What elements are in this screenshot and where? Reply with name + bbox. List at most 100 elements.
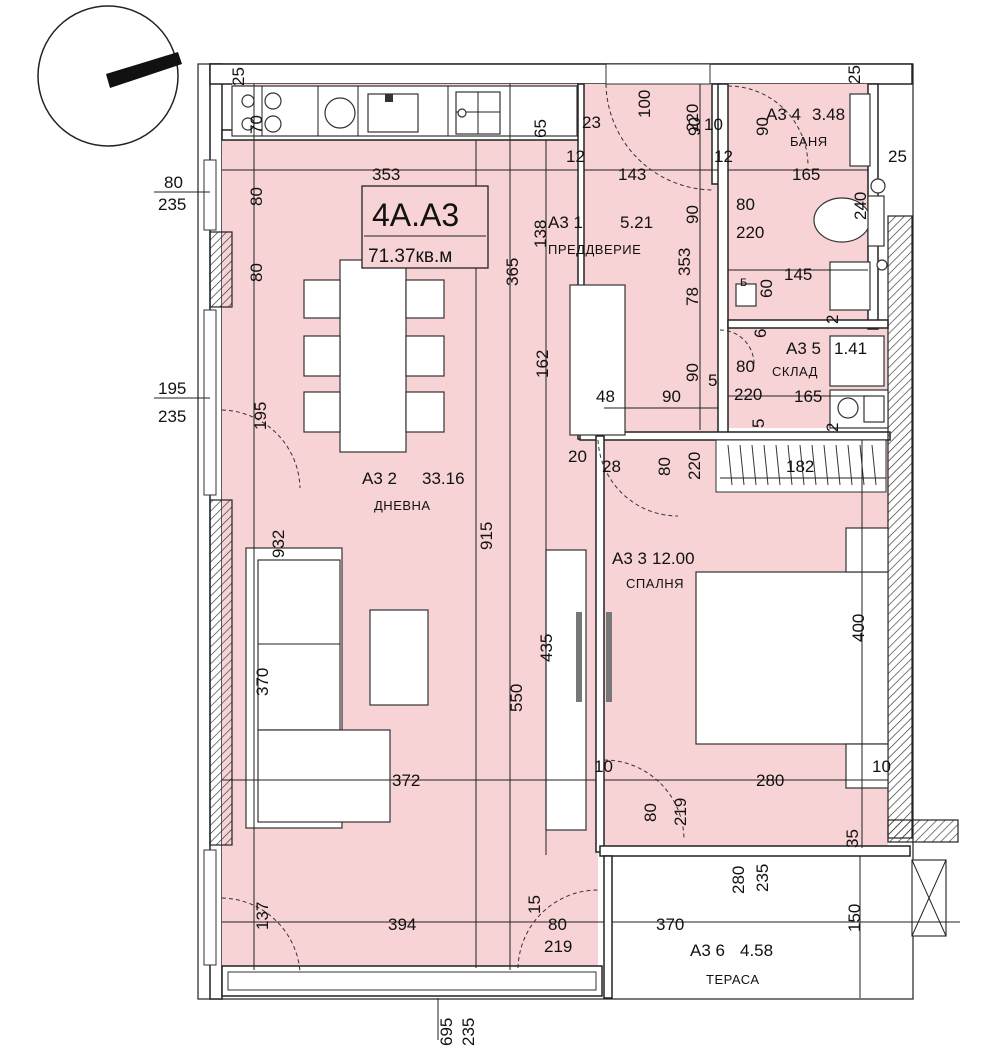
svg-text:915: 915 [477, 522, 496, 550]
svg-text:2: 2 [823, 315, 842, 324]
room-hall-name: ПРЕДДВЕРИЕ [548, 242, 641, 257]
room-bedroom-id: A3 3 [612, 549, 647, 568]
svg-text:90: 90 [753, 117, 772, 136]
svg-text:235: 235 [459, 1018, 478, 1046]
svg-text:220: 220 [734, 385, 762, 404]
svg-text:182: 182 [786, 457, 814, 476]
sofa [245, 547, 429, 829]
cooktop-burner-icon [241, 94, 255, 108]
svg-text:2: 2 [823, 423, 842, 432]
room-labels: A3 1 5.21 ПРЕДДВЕРИЕ A3 2 33.16 ДНЕВНА A… [362, 105, 867, 987]
room-living-id: A3 2 [362, 469, 397, 488]
svg-text:65: 65 [531, 119, 550, 138]
room-bath-area: 3.48 [812, 105, 845, 124]
svg-text:90: 90 [683, 205, 702, 224]
wardrobes [545, 284, 626, 831]
room-hall-id: A3 1 [548, 213, 583, 232]
svg-text:78: 78 [683, 287, 702, 306]
svg-text:365: 365 [503, 258, 522, 286]
svg-text:280: 280 [729, 866, 748, 894]
bed [695, 527, 889, 789]
room-living-name: ДНЕВНА [374, 498, 431, 513]
svg-text:150: 150 [845, 904, 864, 932]
svg-text:235: 235 [158, 407, 186, 426]
svg-text:80: 80 [736, 195, 755, 214]
boiler-icon [829, 335, 885, 387]
svg-text:695: 695 [437, 1018, 456, 1046]
svg-text:143: 143 [618, 165, 646, 184]
room-bedroom-name: СПАЛНЯ [626, 576, 684, 591]
terrace-floor [612, 856, 912, 996]
svg-text:220: 220 [736, 223, 764, 242]
svg-text:370: 370 [656, 915, 684, 934]
svg-text:70: 70 [247, 115, 266, 134]
coffee-table [369, 609, 429, 706]
svg-text:372: 372 [392, 771, 420, 790]
svg-text:25: 25 [229, 67, 248, 86]
svg-text:80: 80 [247, 187, 266, 206]
svg-text:28: 28 [602, 457, 621, 476]
svg-text:240: 240 [851, 192, 870, 220]
apartment-code: 4A.A3 [372, 197, 459, 233]
svg-text:370: 370 [253, 668, 272, 696]
svg-text:145: 145 [784, 265, 812, 284]
window-labels: 80 235 195 235 695 235 [154, 173, 478, 1046]
svg-text:48: 48 [596, 387, 615, 406]
room-storage-name: СКЛАД [772, 364, 818, 379]
svg-text:6: 6 [751, 329, 770, 338]
room-terrace-name: ТЕРАСА [706, 972, 760, 987]
svg-text:235: 235 [158, 195, 186, 214]
svg-text:235: 235 [753, 864, 772, 892]
svg-text:5: 5 [708, 371, 717, 390]
apartment-title: 4A.A3 71.37кв.м [361, 185, 489, 269]
north-arrow-icon [37, 5, 182, 147]
svg-text:5: 5 [749, 419, 768, 428]
door-swings [221, 83, 809, 973]
svg-text:195: 195 [251, 402, 270, 430]
room-bath-name: БАНЯ [790, 134, 828, 149]
svg-text:435: 435 [537, 634, 556, 662]
room-bath-id: A3 4 [766, 105, 801, 124]
apartment-area: 71.37кв.м [368, 246, 452, 267]
room-terrace-id: A3 6 [690, 941, 725, 960]
svg-text:35: 35 [843, 829, 862, 848]
svg-text:80: 80 [655, 457, 674, 476]
svg-text:10: 10 [704, 115, 723, 134]
svg-text:23: 23 [582, 113, 601, 132]
chair-icon [303, 279, 341, 319]
svg-text:80: 80 [164, 173, 183, 192]
svg-text:12: 12 [566, 147, 585, 166]
svg-text:20: 20 [568, 447, 587, 466]
svg-text:10: 10 [594, 757, 613, 776]
svg-text:280: 280 [756, 771, 784, 790]
svg-text:10: 10 [872, 757, 891, 776]
svg-text:25: 25 [845, 65, 864, 84]
svg-text:195: 195 [158, 379, 186, 398]
svg-text:25: 25 [888, 147, 907, 166]
dimension-lines [222, 84, 960, 1040]
svg-text:138: 138 [531, 220, 550, 248]
svg-text:80: 80 [641, 803, 660, 822]
svg-text:219: 219 [544, 937, 572, 956]
windows [203, 63, 711, 966]
svg-text:12: 12 [714, 147, 733, 166]
dining-table [303, 259, 445, 453]
svg-text:220: 220 [685, 452, 704, 480]
dim-353: 353 [372, 165, 400, 184]
svg-text:550: 550 [507, 684, 526, 712]
svg-text:162: 162 [533, 350, 552, 378]
room-storage-id: A3 5 [786, 339, 821, 358]
svg-text:100: 100 [635, 90, 654, 118]
room-bedroom-area: 12.00 [652, 549, 695, 568]
room-storage-area: 1.41 [834, 339, 867, 358]
storage-fixtures [829, 335, 889, 429]
room-hall-area: 5.21 [620, 213, 653, 232]
svg-text:165: 165 [792, 165, 820, 184]
svg-text:220: 220 [683, 104, 702, 132]
svg-text:15: 15 [525, 895, 544, 914]
svg-text:137: 137 [253, 902, 272, 930]
svg-text:90: 90 [685, 117, 704, 136]
svg-text:400: 400 [849, 614, 868, 642]
svg-text:80: 80 [548, 915, 567, 934]
